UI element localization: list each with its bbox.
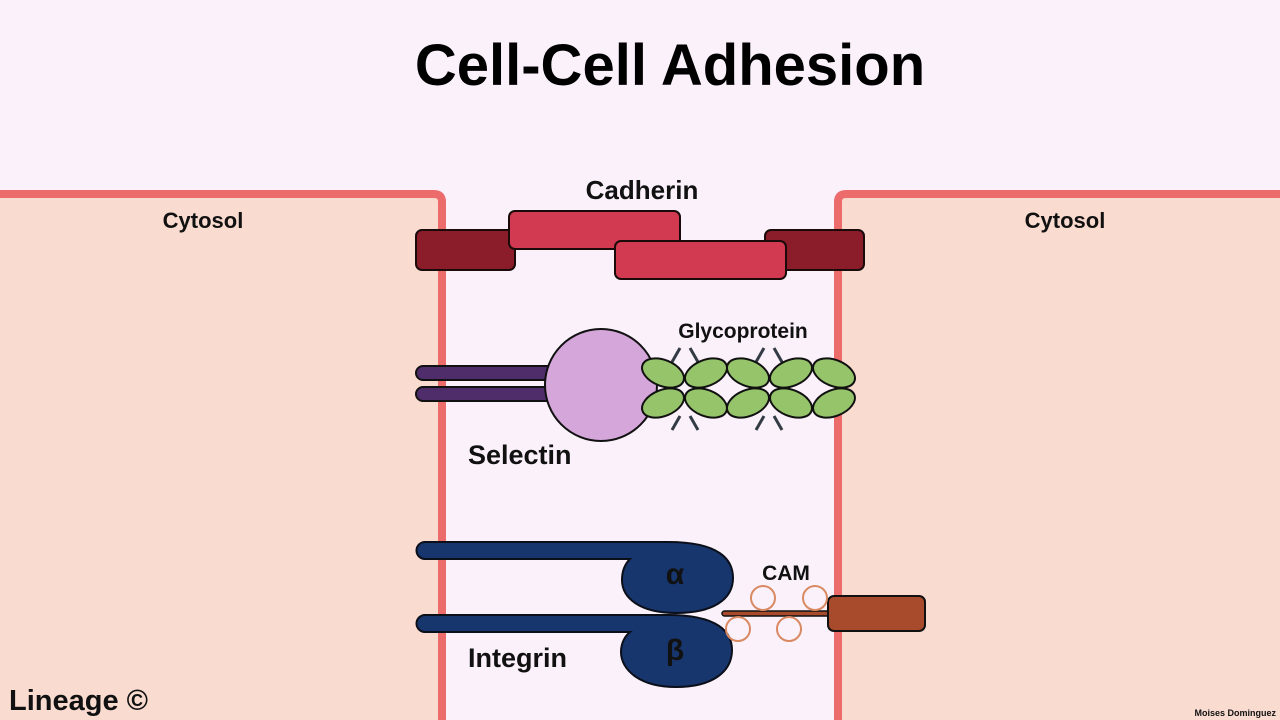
cam-label: CAM [762, 562, 810, 585]
cam-anchor [827, 595, 926, 632]
integrin-alpha-subunit [415, 541, 735, 615]
glycan-branch [754, 347, 766, 363]
glyco-unit [641, 387, 685, 419]
glyco-unit [769, 387, 813, 419]
selectin-label: Selectin [468, 440, 572, 470]
cadherin-right-domain [614, 240, 787, 280]
left-cell-cytosol [0, 194, 442, 720]
cadherin-complex [415, 210, 865, 280]
cam [721, 585, 926, 642]
glyco-unit [684, 357, 728, 389]
cam-ig-domain [802, 585, 828, 611]
page-title: Cell-Cell Adhesion [415, 33, 925, 98]
alpha-label: α [666, 558, 685, 591]
glyco-unit [812, 357, 856, 389]
glyco-unit [812, 387, 856, 419]
integrin-label: Integrin [468, 643, 567, 673]
cadherin-label: Cadherin [586, 175, 699, 205]
author-credit: Moises Dominguez [1194, 708, 1276, 718]
right-cell-cytosol [838, 194, 1280, 720]
cadherin-left-domain [508, 210, 681, 250]
cytosol-left-label: Cytosol [163, 208, 244, 233]
beta-label: β [666, 634, 684, 667]
glyco-unit [726, 387, 770, 419]
glycan-branch [670, 347, 682, 363]
glyco-unit [726, 357, 770, 389]
cadherin-left-anchor [415, 229, 516, 271]
integrin-beta-subunit [415, 614, 734, 689]
glycoprotein [670, 347, 784, 431]
cam-ig-domain [776, 616, 802, 642]
left-cell-membrane [0, 190, 446, 720]
glyco-unit [769, 357, 813, 389]
right-cell-membrane [834, 190, 1280, 720]
glycan-branch [772, 415, 784, 431]
selectin-stalk-lower [415, 386, 557, 402]
cam-stalk [721, 610, 833, 617]
glycan-branch [688, 347, 700, 363]
selectin-stalk-upper [415, 365, 557, 381]
glycoprotein-label: Glycoprotein [678, 320, 808, 343]
glycan-branch [754, 415, 766, 431]
glyco-unit [684, 387, 728, 419]
glycoprotein-chain [641, 357, 856, 419]
glycan-branch [772, 347, 784, 363]
brand-watermark: Lineage © [9, 685, 148, 717]
cam-ig-domain [750, 585, 776, 611]
selectin [415, 328, 658, 442]
selectin-head [544, 328, 658, 442]
glyco-unit [641, 357, 685, 389]
integrin [415, 541, 735, 689]
cytosol-right-label: Cytosol [1025, 208, 1106, 233]
glycan-branch [688, 415, 700, 431]
cam-ig-domain [725, 616, 751, 642]
glycan-branch [670, 415, 682, 431]
